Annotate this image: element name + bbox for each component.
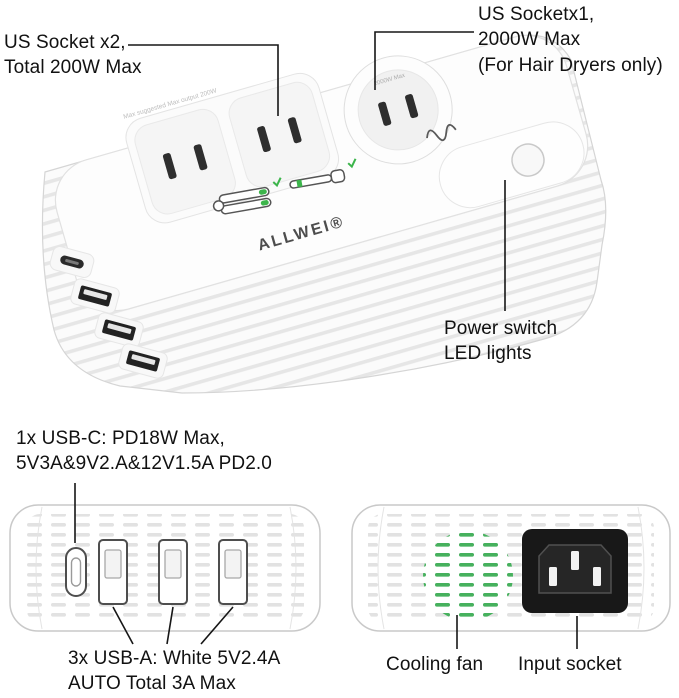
front-usb-a-port <box>218 539 248 605</box>
callout-line-socket-x2 <box>128 44 279 116</box>
callout-lines <box>74 31 578 649</box>
callout-usb-c: 1x USB-C: PD18W Max, 5V3A&9V2.A&12V1.5A … <box>16 428 272 475</box>
usb-a-port-side <box>118 343 168 379</box>
flat-iron-icon <box>212 177 282 215</box>
callout-line-usb-a-2 <box>166 606 174 645</box>
side-ports <box>49 246 168 379</box>
front-usb-c-port <box>65 547 87 597</box>
callout-power-switch: Power switch LED lights <box>444 318 558 365</box>
cooling-fan-vents <box>423 531 513 621</box>
callout-socket-x1: US Socketx1, 2000W Max (For Hair Dryers … <box>478 4 663 76</box>
back-view <box>351 504 671 632</box>
us-socket-2 <box>228 81 331 188</box>
us-socket-1 <box>134 108 236 215</box>
socket1-slot-right <box>193 144 208 171</box>
callout-cooling-fan: Cooling fan <box>386 654 484 675</box>
hair-socket-slot-right <box>405 94 419 119</box>
callout-usb-a: 3x USB-A: White 5V2.4A AUTO Total 3A Max <box>68 648 281 695</box>
curling-iron-icon <box>289 158 357 189</box>
hair-dryer-socket-recess <box>357 69 439 151</box>
socket2-slot-left <box>257 126 271 153</box>
front-view <box>9 504 321 632</box>
usb-c-port-side <box>49 246 95 278</box>
socket1-slot-left <box>162 153 177 180</box>
usb-a-port-side <box>70 278 120 314</box>
front-usb-a-port <box>158 539 188 605</box>
front-view-left-seam <box>35 506 43 630</box>
device-3d-view: Max suggested Max output 200W 2000W Max <box>41 34 607 394</box>
hair-socket-slot-left <box>378 101 392 126</box>
power-button <box>511 143 545 177</box>
usb-a-port-side <box>94 312 144 348</box>
back-view-left-seam <box>377 506 385 630</box>
switch-plate <box>438 121 585 209</box>
callout-line-usb-a-3 <box>200 606 234 645</box>
callout-line-socket-x1 <box>374 31 474 90</box>
callout-line-usb-a-1 <box>112 606 134 645</box>
input-socket-inlet <box>522 529 628 613</box>
back-view-right-seam <box>637 506 645 630</box>
front-usb-a-port <box>98 539 128 605</box>
front-view-right-seam <box>289 506 297 630</box>
hair-dryer-icon <box>426 124 457 142</box>
callout-socket-x2: US Socket x2, Total 200W Max <box>4 32 142 79</box>
callout-input-socket: Input socket <box>518 654 622 675</box>
socket2-slot-right <box>287 117 302 144</box>
